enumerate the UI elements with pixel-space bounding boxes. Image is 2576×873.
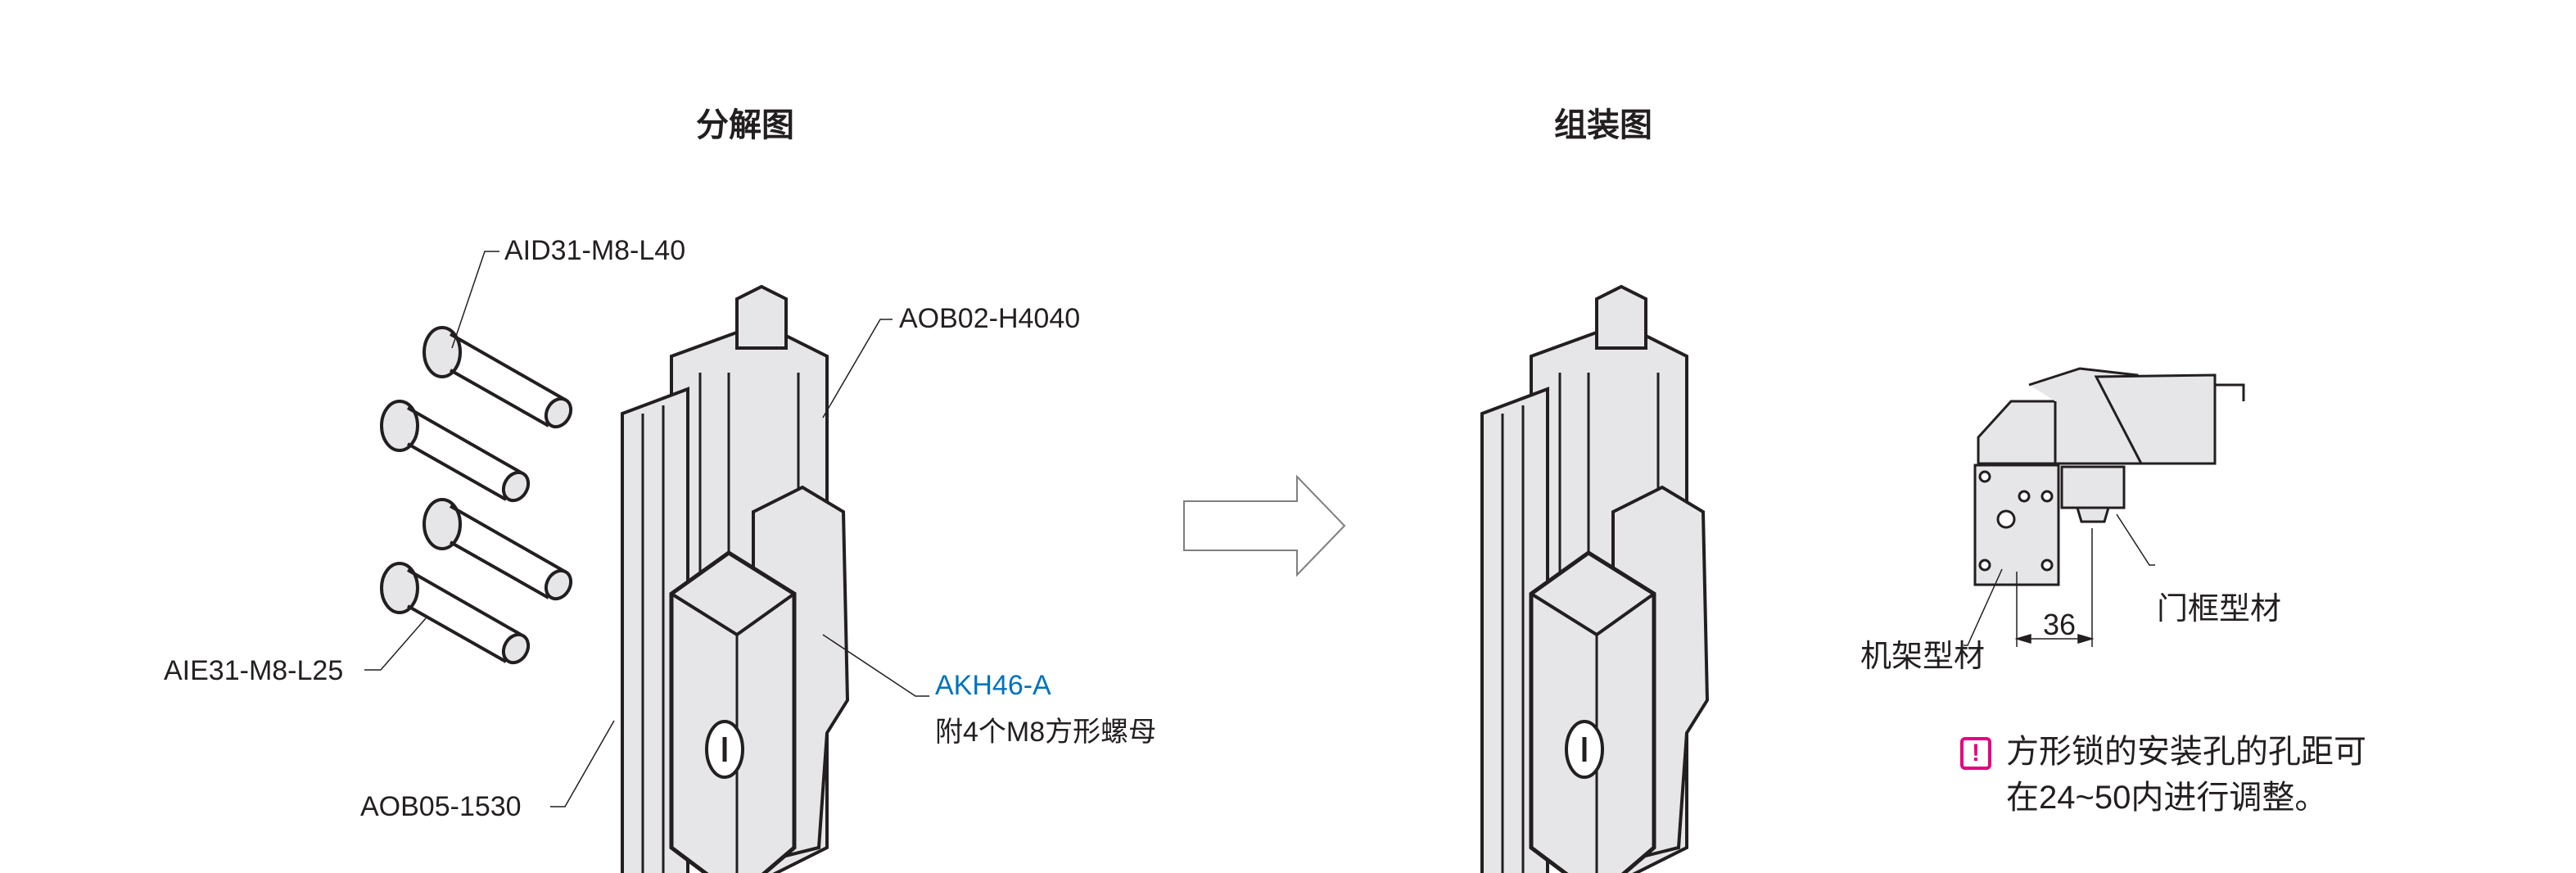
label-bolt-short: AIE31-M8-L25: [164, 655, 344, 686]
label-bolt-long: AID31-M8-L40: [504, 235, 686, 266]
note-line-2: 在24~50内进行调整。: [2006, 780, 2328, 816]
arrow-icon: [1183, 474, 1346, 577]
assembled-view-title: 组装图: [1554, 107, 1652, 143]
exploded-view-title: 分解图: [696, 107, 794, 143]
section-detail: [1973, 367, 2245, 586]
bolt-short-2: [380, 562, 536, 669]
dimension-label: 36: [2043, 608, 2077, 641]
bolt-long-1: [423, 326, 578, 433]
label-lock-note: 附4个M8方形螺母: [935, 717, 1157, 748]
assembled-view: [1482, 287, 1707, 873]
exclamation-icon: !: [1960, 737, 1991, 770]
note-line-1: 方形锁的安装孔的孔距可: [2006, 734, 2366, 770]
label-door-profile: 门框型材: [2157, 592, 2282, 626]
label-lock-part: AKH46-A: [935, 670, 1051, 701]
exploded-assembly: [622, 287, 847, 873]
label-profile-main: AOB02-H4040: [899, 303, 1081, 334]
label-frame-profile: 机架型材: [1860, 640, 1986, 674]
label-profile-door: AOB05-1530: [360, 791, 522, 822]
bolt-long-2: [423, 498, 578, 605]
bolt-short-1: [380, 400, 536, 507]
